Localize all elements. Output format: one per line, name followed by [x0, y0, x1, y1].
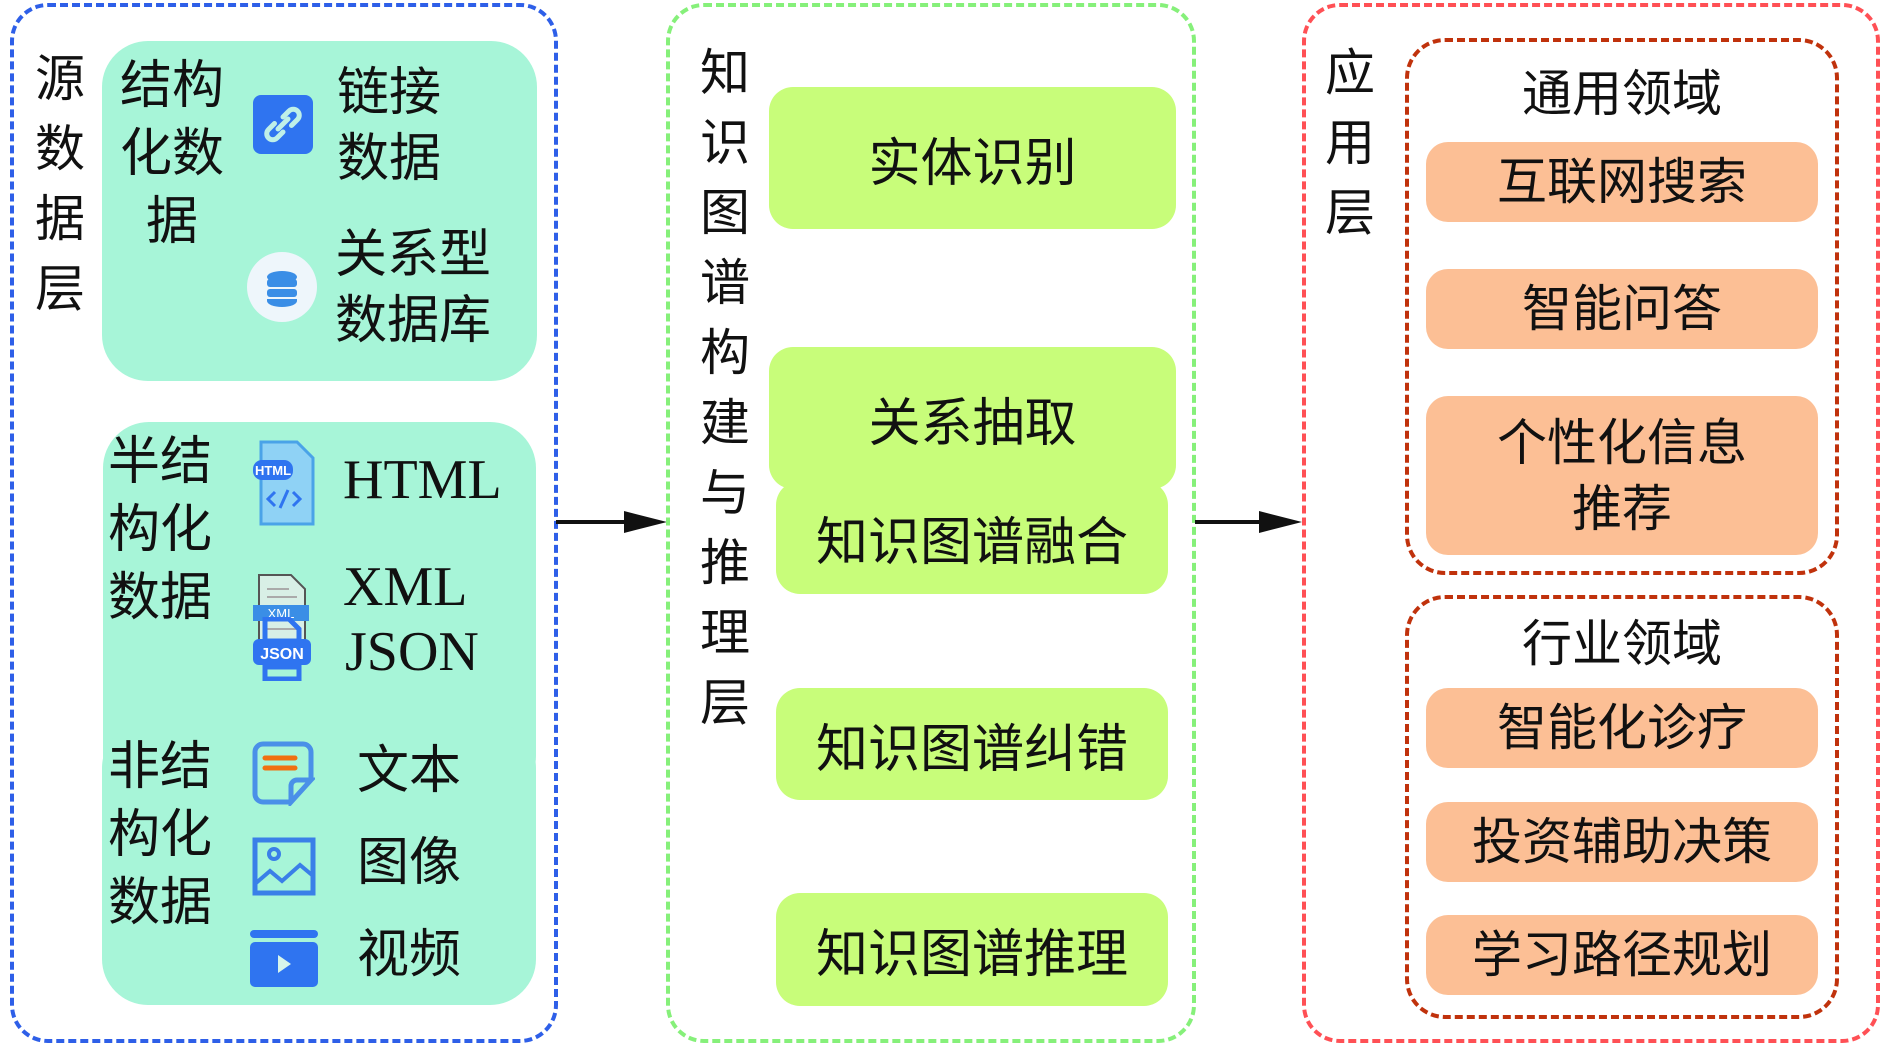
label-line: 数据: [108, 873, 213, 933]
label-line: 关系型: [335, 225, 492, 285]
label-line: 数据库: [335, 291, 492, 351]
title-char: 谱: [700, 254, 750, 312]
html-icon-text: HTML: [255, 463, 291, 478]
app-learning-path-planning: 学习路径规划: [1426, 915, 1818, 995]
title-char: 推: [700, 534, 750, 592]
title-char: 源: [35, 50, 85, 108]
title-char: 理: [700, 604, 750, 662]
title-char: 知: [700, 44, 750, 102]
kg-layer-title: 知 识 图 谱 构 建 与 推 理 层: [697, 38, 753, 738]
title-char: 图: [700, 184, 750, 242]
title-char: 用: [1325, 114, 1375, 172]
json-icon-text: JSON: [260, 646, 304, 663]
label-line: 构化: [108, 500, 213, 560]
app-personalized-recommendation: 个性化信息 推荐: [1426, 396, 1818, 555]
label-line: 数据: [337, 129, 442, 189]
label-line: 数据: [108, 568, 213, 628]
kg-construction-layer: [666, 3, 1196, 1043]
title-char: 数: [35, 120, 85, 178]
title-char: 层: [1325, 184, 1375, 242]
title-char: 据: [35, 190, 85, 248]
label-line: 据: [145, 192, 198, 252]
kg-step-reasoning: 知识图谱推理: [776, 893, 1168, 1006]
kg-step-entity-recognition: 实体识别: [769, 87, 1176, 229]
html-label: HTML: [343, 449, 502, 511]
label-line: 结构: [119, 56, 224, 116]
arrow-source-to-kg: [556, 508, 668, 536]
label-line: 推荐: [1572, 479, 1672, 538]
structured-data-group: [102, 41, 537, 381]
industry-domain-title: 行业领域: [1522, 615, 1722, 673]
semi-structured-data-label: 半结 构化 数据: [108, 428, 228, 632]
general-domain-title: 通用领域: [1522, 65, 1722, 123]
label-line: 个性化信息: [1497, 413, 1747, 472]
image-icon: [252, 837, 316, 896]
html-file-icon: HTML: [253, 440, 315, 528]
application-layer: [1302, 3, 1880, 1043]
linked-data-label: 链接 数据: [337, 60, 441, 192]
unstructured-data-group: [102, 722, 536, 1005]
title-char: 层: [35, 260, 85, 318]
link-icon: [253, 95, 313, 154]
image-label: 图像: [357, 833, 462, 893]
app-internet-search: 互联网搜索: [1426, 142, 1818, 222]
title-char: 识: [700, 114, 750, 172]
label-line: 链接: [337, 63, 442, 123]
source-layer-title: 源 数 据 层: [32, 44, 88, 324]
title-char: 应: [1325, 44, 1375, 102]
title-char: 与: [700, 464, 750, 522]
kg-step-relation-extraction: 关系抽取: [769, 347, 1176, 489]
label-line: 非结: [108, 737, 213, 797]
title-char: 建: [700, 394, 750, 452]
app-layer-title: 应 用 层: [1322, 38, 1378, 248]
label-line: 化数: [119, 124, 224, 184]
kg-step-correction: 知识图谱纠错: [776, 688, 1168, 800]
title-char: 构: [700, 324, 750, 382]
database-icon: [247, 252, 317, 322]
json-file-icon: JSON: [251, 617, 313, 681]
text-label: 文本: [357, 741, 462, 801]
xml-label: XML: [343, 556, 468, 618]
industry-domain-group: [1405, 595, 1839, 1019]
structured-data-label: 结构 化数 据: [112, 52, 232, 256]
video-label: 视频: [357, 925, 462, 985]
label-line: 构化: [108, 805, 213, 865]
app-investment-decision: 投资辅助决策: [1426, 802, 1818, 882]
kg-step-fusion: 知识图谱融合: [776, 481, 1168, 594]
arrow-kg-to-app: [1195, 508, 1303, 536]
relational-db-label: 关系型 数据库: [335, 222, 491, 354]
unstructured-data-label: 非结 构化 数据: [108, 733, 228, 937]
text-document-icon: [251, 740, 315, 806]
label-line: 半结: [108, 432, 213, 492]
video-icon: [250, 930, 318, 987]
json-label: JSON: [345, 621, 479, 683]
title-char: 层: [700, 674, 750, 732]
general-domain-group: [1405, 38, 1839, 575]
app-intelligent-diagnosis: 智能化诊疗: [1426, 688, 1818, 768]
app-intelligent-qa: 智能问答: [1426, 269, 1818, 349]
